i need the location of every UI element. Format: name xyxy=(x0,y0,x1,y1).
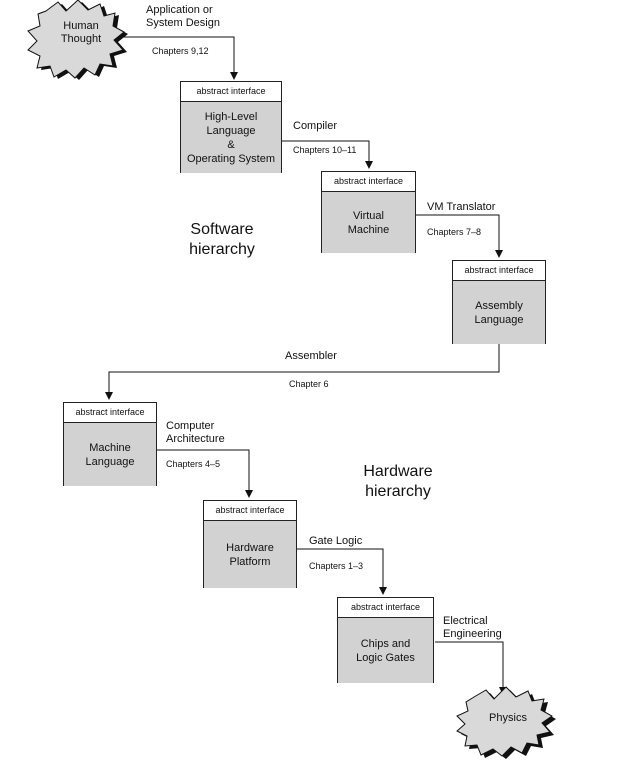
connector-application-design xyxy=(100,36,238,80)
transition-chapters-vm-translator: Chapters 7–8 xyxy=(427,227,482,237)
start-node-label: Human Thought xyxy=(60,20,102,45)
software-hierarchy-label: Software hierarchy xyxy=(189,221,255,258)
human-thought-burst xyxy=(27,0,125,79)
transition-chapters-application-design: Chapters 9,12 xyxy=(152,46,209,56)
transition-name-assembler: Assembler xyxy=(285,350,337,362)
abstract-interface-header: abstract interface xyxy=(204,501,296,521)
transition-name-computer-architecture: Computer Architecture xyxy=(166,420,225,445)
abstract-interface-header: abstract interface xyxy=(338,598,433,618)
transition-name-application-design: Application or System Design xyxy=(146,4,220,29)
transition-name-vm-translator: VM Translator xyxy=(427,201,496,213)
transition-chapters-gate-logic: Chapters 1–3 xyxy=(309,561,364,571)
box-machine-language: abstract interface Machine Language xyxy=(63,402,157,486)
abstract-interface-header: abstract interface xyxy=(453,261,545,281)
box-high-level-language: abstract interface High-Level Language &… xyxy=(180,81,282,173)
transition-name-compiler: Compiler xyxy=(293,120,338,132)
box-assembly-language: abstract interface Assembly Language xyxy=(452,260,546,344)
end-node-label: Physics xyxy=(489,712,527,724)
connector-assembler xyxy=(105,344,500,400)
connector-gate-logic xyxy=(297,548,387,595)
connector-vm-translator xyxy=(416,214,503,258)
box-hardware-platform: abstract interface Hardware Platform xyxy=(203,500,297,588)
abstract-interface-header: abstract interface xyxy=(181,82,281,102)
box-label: Chips and Logic Gates xyxy=(338,618,433,683)
transition-chapters-computer-architecture: Chapters 4–5 xyxy=(166,459,221,469)
box-label: Virtual Machine xyxy=(322,192,415,253)
box-virtual-machine: abstract interface Virtual Machine xyxy=(321,171,416,253)
box-label: High-Level Language & Operating System xyxy=(181,102,281,173)
box-chips-and-logic-gates: abstract interface Chips and Logic Gates xyxy=(337,597,434,683)
physics-burst xyxy=(456,686,553,757)
abstract-interface-header: abstract interface xyxy=(322,172,415,192)
transition-chapters-compiler: Chapters 10–11 xyxy=(293,145,357,155)
transition-name-electrical-engineering: Electrical Engineering xyxy=(443,615,502,640)
connector-electrical-engineering xyxy=(435,641,507,695)
connector-computer-architecture xyxy=(157,449,253,498)
transition-name-gate-logic: Gate Logic xyxy=(309,535,363,547)
hardware-hierarchy-label: Hardware hierarchy xyxy=(363,463,433,500)
abstract-interface-header: abstract interface xyxy=(64,403,156,423)
box-label: Machine Language xyxy=(64,423,156,486)
transition-chapters-assembler: Chapter 6 xyxy=(289,379,329,389)
connector-compiler xyxy=(281,140,373,169)
box-label: Assembly Language xyxy=(453,281,545,344)
box-label: Hardware Platform xyxy=(204,521,296,588)
